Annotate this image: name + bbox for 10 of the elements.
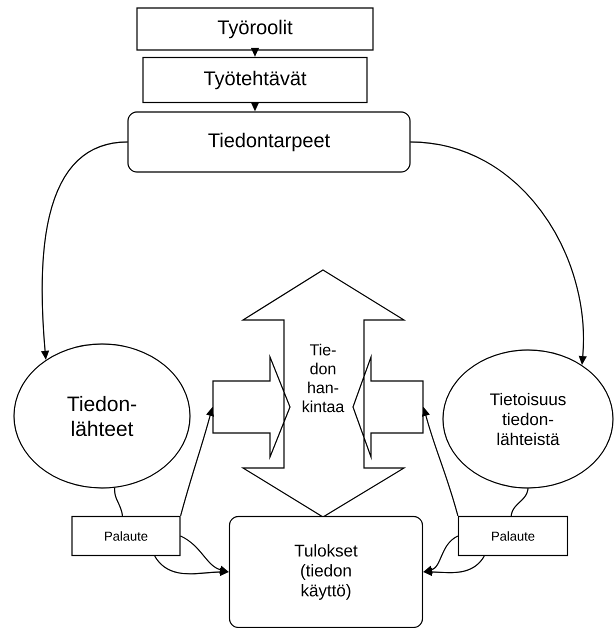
process-box: Työtehtävät bbox=[142, 56, 368, 104]
process-box: Työroolit bbox=[136, 7, 374, 51]
block-arrow bbox=[212, 354, 291, 460]
label-box: Palaute bbox=[458, 516, 568, 556]
label-box: Palaute bbox=[71, 516, 181, 556]
block-arrow bbox=[352, 354, 424, 460]
ellipse-node: Tietoisuus tiedon- lähteistä bbox=[442, 349, 614, 489]
process-box: Tiedontarpeet bbox=[127, 111, 411, 173]
result-box: Tulokset (tiedon käyttö) bbox=[228, 516, 424, 628]
ellipse-node: Tiedon- lähteet bbox=[13, 343, 191, 489]
